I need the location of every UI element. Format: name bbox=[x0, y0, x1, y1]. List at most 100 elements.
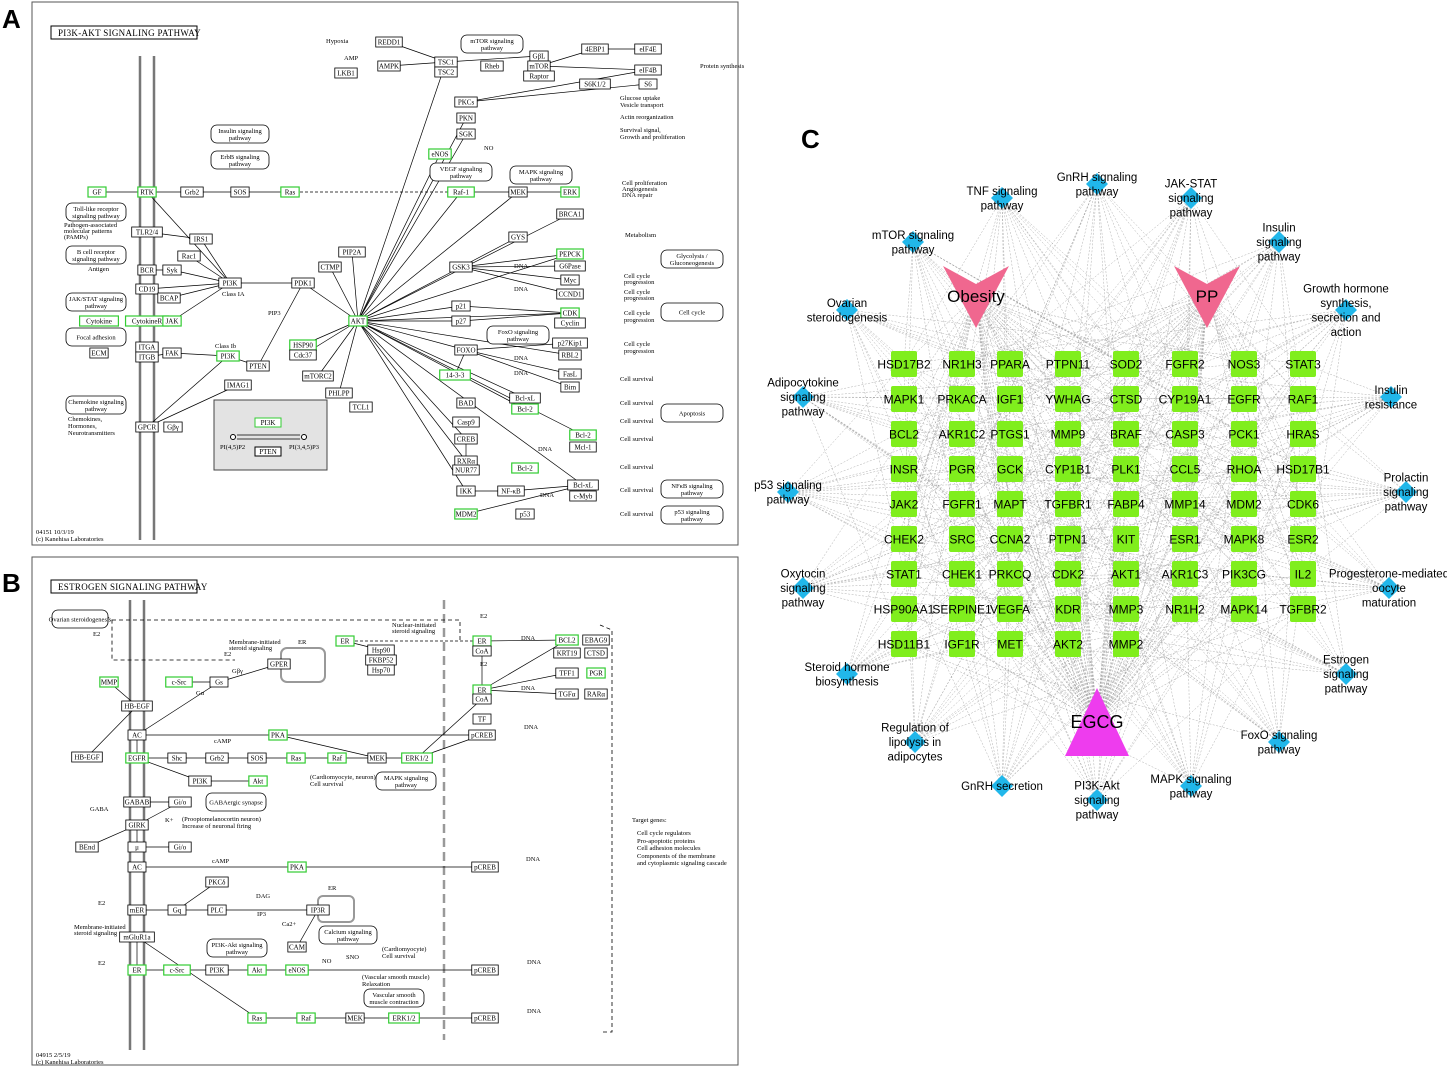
gene-node[interactable]: EGFR bbox=[1227, 386, 1261, 412]
b-gene-box[interactable]: PI3K bbox=[188, 775, 212, 787]
a-gene-box[interactable]: CREB bbox=[454, 433, 478, 445]
gene-node[interactable]: GCK bbox=[997, 456, 1023, 482]
gene-node[interactable]: BCL2 bbox=[889, 421, 919, 447]
gene-node[interactable]: SOD2 bbox=[1110, 351, 1143, 377]
gene-node[interactable]: CTSD bbox=[1110, 386, 1143, 412]
b-pathway-box[interactable]: Ovarian steroidogenesis bbox=[49, 609, 112, 629]
a-gene-box[interactable]: CytokineR bbox=[124, 315, 170, 327]
b-gene-box[interactable]: CoA bbox=[472, 693, 492, 705]
gene-node[interactable]: IGF1R bbox=[944, 631, 980, 657]
b-gene-box[interactable]: Gi/o bbox=[168, 796, 192, 808]
b-gene-box[interactable]: Gi/o bbox=[168, 841, 192, 853]
a-gene-box[interactable]: Bim bbox=[560, 381, 580, 393]
a-gene-box[interactable]: p53 bbox=[515, 508, 535, 520]
gene-node[interactable]: PTPN11 bbox=[1046, 351, 1091, 377]
b-gene-box[interactable]: TFF1 bbox=[555, 667, 579, 679]
b-gene-box[interactable]: ER bbox=[127, 964, 147, 976]
a-gene-box[interactable]: ITGB bbox=[135, 351, 159, 363]
gene-node[interactable]: FGFR1 bbox=[942, 491, 982, 517]
gene-node[interactable]: CCNA2 bbox=[990, 526, 1031, 552]
b-gene-box[interactable]: ER bbox=[472, 684, 492, 696]
gene-node[interactable]: ESR1 bbox=[1169, 526, 1201, 552]
b-gene-box[interactable]: Shc bbox=[167, 752, 187, 764]
a-gene-box[interactable]: FAK bbox=[162, 347, 182, 359]
b-gene-box[interactable]: Ras bbox=[247, 1012, 267, 1024]
a-gene-box[interactable]: AKT bbox=[348, 315, 368, 327]
a-gene-box[interactable]: CD19 bbox=[135, 283, 159, 295]
gene-node[interactable]: PGR bbox=[949, 456, 975, 482]
a-pathway-box[interactable]: Apoptosis bbox=[660, 403, 724, 423]
gene-node[interactable]: PTPN1 bbox=[1049, 526, 1088, 552]
b-gene-box[interactable]: IP3R bbox=[306, 904, 330, 916]
a-gene-box[interactable]: G6Pase bbox=[554, 260, 586, 272]
gene-node[interactable]: NR1H3 bbox=[942, 351, 982, 377]
a-gene-box[interactable]: eIF4B bbox=[634, 64, 662, 76]
a-gene-box[interactable]: CDK bbox=[560, 307, 580, 319]
gene-node[interactable]: HSP90AA1 bbox=[874, 596, 935, 622]
gene-node[interactable]: HRAS bbox=[1286, 421, 1320, 447]
gene-node[interactable]: MMP14 bbox=[1164, 491, 1206, 517]
b-gene-box[interactable]: mER bbox=[127, 904, 147, 916]
b-gene-box[interactable]: FKBP52 bbox=[365, 654, 397, 666]
b-gene-box[interactable]: PKA bbox=[287, 861, 307, 873]
b-gene-box[interactable]: pCREB bbox=[471, 1012, 499, 1024]
a-gene-box[interactable]: BCR bbox=[137, 264, 157, 276]
a-gene-box[interactable]: mTOR bbox=[527, 60, 551, 72]
a-gene-box[interactable]: p27Kip1 bbox=[552, 337, 588, 349]
a-gene-box[interactable]: Cyclin bbox=[554, 317, 586, 329]
a-gene-box[interactable]: eNOS bbox=[428, 148, 452, 160]
gene-node[interactable]: MMP3 bbox=[1109, 596, 1144, 622]
b-gene-box[interactable]: Gs bbox=[209, 676, 229, 688]
disease-node[interactable]: PP bbox=[1174, 266, 1240, 328]
gene-node[interactable]: CCL5 bbox=[1170, 456, 1201, 482]
a-gene-box[interactable]: RXRα bbox=[454, 455, 478, 467]
gene-node[interactable]: ESR2 bbox=[1287, 526, 1319, 552]
a-gene-box[interactable]: Syk bbox=[162, 264, 182, 276]
a-gene-box[interactable]: PKN bbox=[456, 112, 476, 124]
gene-node[interactable]: HSD17B1 bbox=[1276, 456, 1330, 482]
a-gene-box[interactable]: GβL bbox=[529, 50, 549, 62]
a-gene-box[interactable]: NUR77 bbox=[452, 464, 480, 476]
gene-node[interactable]: CHEK1 bbox=[942, 561, 982, 587]
b-gene-box[interactable]: pCREB bbox=[471, 964, 499, 976]
b-gene-box[interactable]: CAM bbox=[287, 941, 307, 953]
b-gene-box[interactable]: pCREB bbox=[468, 729, 496, 741]
gene-node[interactable]: SRC bbox=[949, 526, 975, 552]
b-gene-box[interactable]: MEK bbox=[367, 752, 387, 764]
b-gene-box[interactable]: PGR bbox=[586, 667, 606, 679]
a-gene-box[interactable]: SOS bbox=[230, 186, 250, 198]
a-gene-box[interactable]: TCL1 bbox=[349, 401, 373, 413]
a-gene-box[interactable]: Rac1 bbox=[177, 250, 201, 262]
gene-node[interactable]: HSD17B2 bbox=[877, 351, 931, 377]
a-gene-box[interactable]: PIP2A bbox=[338, 246, 366, 258]
gene-node[interactable]: STAT3 bbox=[1285, 351, 1321, 377]
a-gene-box[interactable]: TLR2/4 bbox=[131, 226, 163, 238]
a-gene-box[interactable]: HSP90 bbox=[289, 339, 317, 351]
b-gene-box[interactable]: HB-EGF bbox=[71, 751, 103, 763]
gene-node[interactable]: MAPK1 bbox=[884, 386, 925, 412]
b-gene-box[interactable]: μ bbox=[127, 841, 147, 853]
b-gene-box[interactable]: HB-EGF bbox=[121, 700, 153, 712]
a-gene-box[interactable]: PEPCK bbox=[556, 248, 584, 260]
b-gene-box[interactable]: EGFR bbox=[125, 752, 149, 764]
gene-node[interactable]: AKT1 bbox=[1111, 561, 1141, 587]
b-gene-box[interactable]: SOS bbox=[247, 752, 267, 764]
b-gene-box[interactable]: KRT19 bbox=[553, 647, 581, 659]
a-gene-box[interactable]: FOXO bbox=[454, 344, 478, 356]
gene-node[interactable]: FGFR2 bbox=[1165, 351, 1205, 377]
gene-node[interactable]: AKR1C3 bbox=[1162, 561, 1209, 587]
gene-node[interactable]: PRKCQ bbox=[989, 561, 1032, 587]
gene-node[interactable]: JAK2 bbox=[890, 491, 919, 517]
